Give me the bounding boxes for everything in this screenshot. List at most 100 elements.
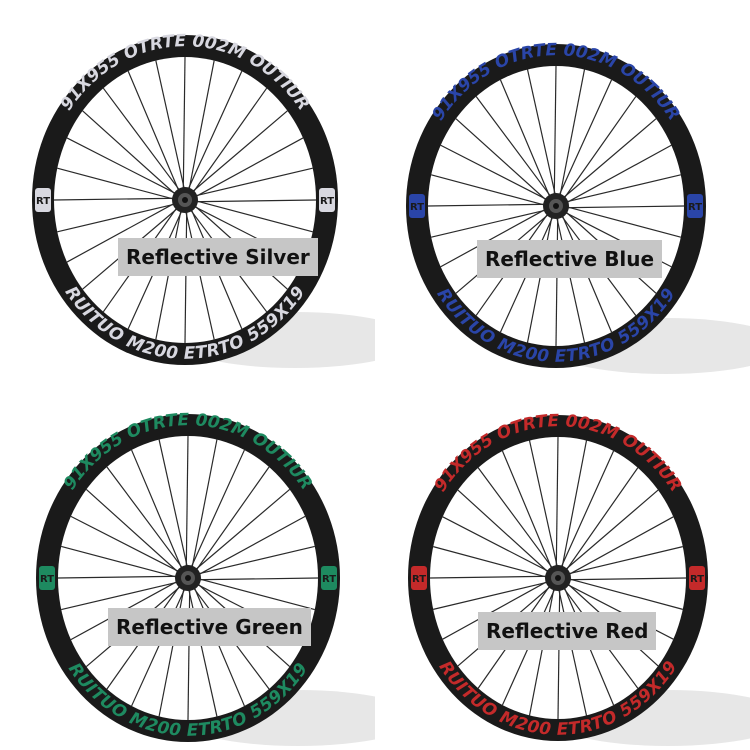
spoke [562, 489, 659, 573]
rt-logo-text: RT [322, 574, 336, 585]
spoke [82, 110, 179, 197]
rt-logo-text: RT [690, 574, 704, 585]
spoke [182, 56, 186, 193]
spoke [53, 197, 178, 201]
spoke [555, 213, 559, 347]
spoke [127, 70, 181, 194]
spoke [560, 118, 657, 201]
spoke [189, 449, 245, 571]
spoke [565, 577, 683, 610]
rt-logo-text: RT [412, 574, 426, 585]
spoke [189, 110, 288, 195]
spokes [429, 436, 687, 720]
hub-center [182, 197, 188, 203]
spokes [427, 65, 685, 347]
spoke [429, 575, 551, 579]
spoke [442, 579, 551, 640]
spoke [185, 435, 189, 571]
hub-center [185, 575, 191, 581]
spoke [560, 440, 588, 571]
spoke [563, 467, 639, 574]
spoke [192, 137, 304, 199]
spoke [192, 167, 313, 198]
spoke [57, 167, 178, 201]
rt-logo-icon [321, 566, 337, 590]
spoke [555, 213, 586, 343]
spoke [57, 575, 181, 579]
rt-logo-text: RT [320, 196, 334, 207]
spoke [475, 96, 553, 200]
spoke [195, 515, 306, 577]
spoke [102, 87, 182, 194]
spoke [557, 585, 588, 716]
rt-logo-text: RT [410, 202, 424, 213]
spoke [557, 585, 561, 720]
spoke [193, 466, 270, 574]
spoke [565, 516, 674, 577]
spoke [565, 546, 683, 576]
spoke [431, 174, 549, 207]
color-label: Reflective Silver [118, 238, 318, 276]
spoke [563, 144, 672, 205]
rt-logo-icon [687, 194, 703, 218]
spoke [61, 545, 181, 579]
spoke [187, 60, 215, 193]
spoke [186, 70, 243, 193]
spoke [155, 60, 186, 193]
spoke [431, 208, 549, 238]
hub-center [553, 203, 559, 209]
spoke [427, 203, 549, 207]
spoke [526, 69, 557, 199]
spoke [66, 201, 178, 263]
rt-logo-text: RT [36, 196, 50, 207]
spoke [477, 467, 555, 572]
spoke [192, 199, 313, 233]
spoke [455, 118, 550, 203]
rt-logo-icon [319, 188, 335, 212]
spoke [195, 577, 319, 581]
color-label: Reflective Blue [477, 240, 663, 278]
rt-logo-icon [39, 566, 55, 590]
rt-logo-icon [411, 566, 427, 590]
color-label: Reflective Red [478, 612, 657, 650]
spoke [563, 205, 681, 238]
spoke [195, 577, 315, 611]
spoke [563, 205, 685, 209]
spoke [565, 577, 687, 581]
spoke [440, 144, 550, 202]
spokes [57, 435, 319, 721]
spoke [501, 450, 554, 572]
spoke [440, 207, 549, 268]
spoke [106, 466, 185, 572]
spoke [555, 436, 559, 571]
spoke [528, 585, 556, 716]
spoke [57, 202, 178, 233]
spoke [158, 585, 186, 717]
spoke [442, 516, 552, 574]
rt-logo-text: RT [40, 574, 54, 585]
spoke [559, 450, 615, 571]
hub-center [555, 575, 561, 581]
spoke [70, 515, 182, 574]
spoke [187, 585, 218, 717]
spoke [61, 580, 181, 611]
spoke [131, 449, 184, 572]
rt-logo-icon [35, 188, 51, 212]
spoke [433, 546, 551, 579]
spoke [190, 439, 218, 571]
spoke [558, 69, 586, 199]
spoke [528, 440, 559, 571]
spoke [557, 79, 613, 199]
color-label: Reflective Green [108, 608, 311, 646]
spoke [190, 87, 268, 196]
spoke [85, 489, 182, 575]
spoke [192, 489, 291, 573]
spoke [192, 199, 317, 203]
